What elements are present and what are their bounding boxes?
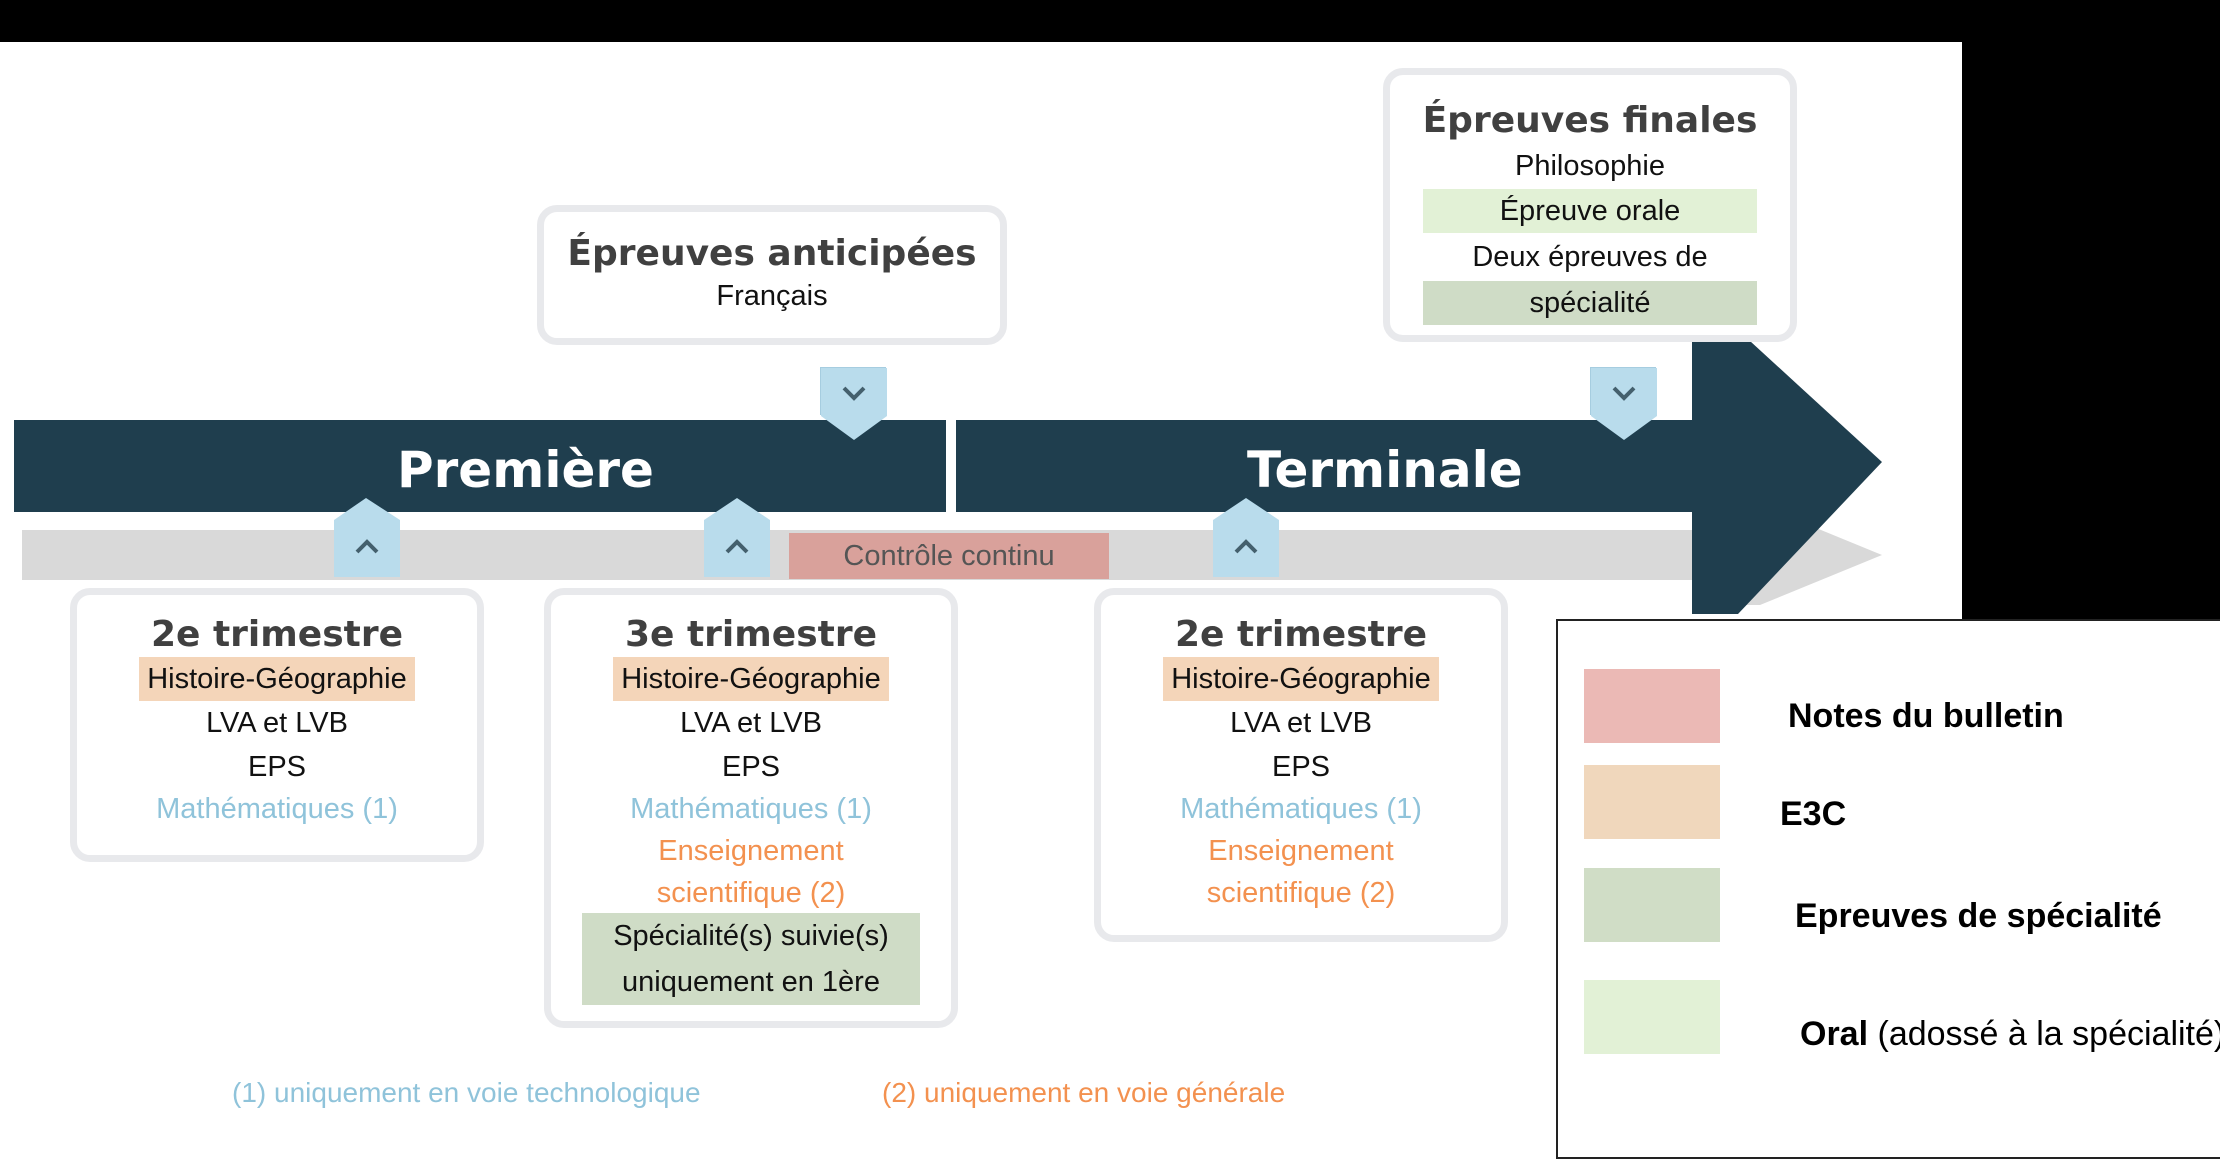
card-title: Épreuves anticipées bbox=[567, 233, 977, 274]
subject-francais: Français bbox=[716, 280, 828, 312]
legend-label-e3c: E3C bbox=[1780, 795, 1847, 833]
subject-mathematiques: Mathématiques (1) bbox=[1180, 793, 1422, 825]
top-black-band bbox=[0, 0, 2220, 42]
caret-up-premiere-t3 bbox=[704, 498, 770, 577]
subject-lva-lvb: LVA et LVB bbox=[680, 707, 822, 739]
card-title: 3e trimestre bbox=[624, 614, 878, 655]
subject-histoire-geo: Histoire-Géographie bbox=[139, 657, 415, 701]
stage-terminale: Terminale bbox=[1247, 441, 1523, 499]
subject-scientifique: scientifique (2) bbox=[656, 877, 846, 909]
caret-down-anticipees bbox=[820, 367, 887, 440]
subject-histoire-geo: Histoire-Géographie bbox=[1163, 657, 1439, 701]
card-premiere-2e-trimestre: 2e trimestre Histoire-Géographie LVA et … bbox=[70, 588, 484, 862]
subject-specialite-suivie: Spécialité(s) suivie(s) bbox=[582, 913, 920, 959]
subject-eps: EPS bbox=[721, 751, 781, 783]
footnote-voie-technologique: (1) uniquement en voie technologique bbox=[232, 1077, 701, 1108]
subject-scientifique: scientifique (2) bbox=[1206, 877, 1396, 909]
footnote-voie-generale: (2) uniquement en voie générale bbox=[882, 1077, 1286, 1108]
chevron-up-icon bbox=[355, 539, 379, 554]
legend-label-specialite: Epreuves de spécialité bbox=[1795, 897, 2162, 935]
legend-swatch-notes bbox=[1584, 669, 1720, 743]
chevron-down-icon bbox=[1591, 368, 1657, 440]
legend-label-notes: Notes du bulletin bbox=[1788, 697, 2064, 735]
subject-epreuve-orale: Épreuve orale bbox=[1423, 189, 1757, 233]
subject-lva-lvb: LVA et LVB bbox=[206, 707, 348, 739]
subject-mathematiques: Mathématiques (1) bbox=[630, 793, 872, 825]
subject-eps: EPS bbox=[247, 751, 307, 783]
chevron-up-icon bbox=[1234, 539, 1258, 554]
subject-mathematiques: Mathématiques (1) bbox=[156, 793, 398, 825]
subject-philosophie: Philosophie bbox=[1515, 150, 1665, 182]
subject-enseignement: Enseignement bbox=[1208, 835, 1394, 867]
caret-up-terminale-t2 bbox=[1213, 498, 1279, 577]
subject-enseignement: Enseignement bbox=[658, 835, 844, 867]
legend-swatch-specialite bbox=[1584, 868, 1720, 942]
card-epreuves-finales: Épreuves finales Philosophie Épreuve ora… bbox=[1383, 68, 1797, 342]
subject-eps: EPS bbox=[1271, 751, 1331, 783]
card-epreuves-anticipees: Épreuves anticipées Français bbox=[537, 205, 1007, 345]
subject-lva-lvb: LVA et LVB bbox=[1230, 707, 1372, 739]
up-carets bbox=[334, 498, 1279, 577]
caret-up-premiere-t2 bbox=[334, 498, 400, 577]
card-terminale-2e-trimestre: 2e trimestre Histoire-Géographie LVA et … bbox=[1094, 588, 1508, 942]
legend-swatch-oral bbox=[1584, 980, 1720, 1054]
subject-specialite: spécialité bbox=[1423, 281, 1757, 325]
legend-label-oral: Oral (adossé à la spécialité) bbox=[1800, 1015, 2220, 1053]
subject-uniquement-1ere: uniquement en 1ère bbox=[582, 959, 920, 1005]
caret-down-finales bbox=[1590, 367, 1657, 440]
controle-continu-label: Contrôle continu bbox=[789, 533, 1109, 579]
subject-histoire-geo: Histoire-Géographie bbox=[613, 657, 889, 701]
subject-deux-epreuves: Deux épreuves de bbox=[1472, 241, 1708, 273]
legend-swatch-e3c bbox=[1584, 765, 1720, 839]
card-premiere-3e-trimestre: 3e trimestre Histoire-Géographie LVA et … bbox=[544, 588, 958, 1028]
card-title: 2e trimestre bbox=[150, 614, 404, 655]
right-black-block bbox=[1962, 0, 2220, 620]
card-title: 2e trimestre bbox=[1174, 614, 1428, 655]
timeline-divider bbox=[946, 415, 956, 517]
chevron-down-icon bbox=[821, 368, 887, 440]
chevron-up-icon bbox=[725, 539, 749, 554]
stage-premiere: Première bbox=[397, 441, 654, 499]
card-title: Épreuves finales bbox=[1422, 100, 1758, 141]
